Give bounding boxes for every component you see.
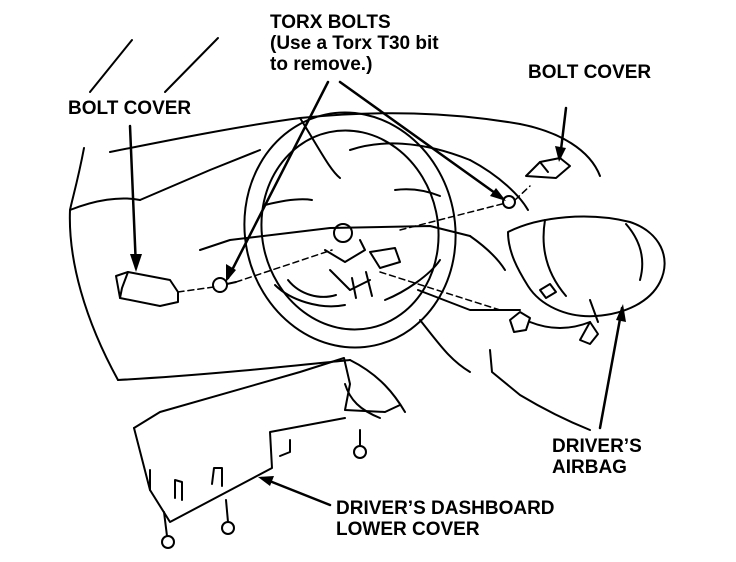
lower-cover-line2: LOWER COVER: [336, 519, 480, 540]
lower-cover-label: DRIVER’S DASHBOARD LOWER COVER: [336, 498, 555, 540]
bolt-cover-right-label: BOLT COVER: [528, 62, 652, 83]
airbag-module: [507, 215, 666, 345]
steering-wheel: [243, 111, 457, 349]
bolt-cover-right-part: [525, 157, 571, 179]
torx-bolt-left: [212, 277, 237, 293]
lower-cover-panel: [133, 357, 401, 523]
torx-bolts-note-line1: (Use a Torx T30 bit: [270, 33, 439, 54]
lower-cover-line1: DRIVER’S DASHBOARD: [336, 498, 555, 519]
bolt-cover-left-label: BOLT COVER: [68, 98, 192, 119]
drivers-airbag-line2: AIRBAG: [552, 457, 627, 478]
windshield-lines: [89, 37, 219, 93]
alignment-lines: [177, 185, 531, 311]
drivers-airbag-line1: DRIVER’S: [552, 436, 642, 457]
torx-bolts-note-line2: to remove.): [270, 54, 373, 75]
lower-cover-screws: [161, 429, 367, 549]
torx-bolts-title: TORX BOLTS: [270, 12, 391, 33]
arrow-heads: [130, 146, 626, 486]
leader-arrows: [128, 80, 624, 507]
torx-bolts-label: TORX BOLTS (Use a Torx T30 bit to remove…: [270, 12, 439, 75]
bolt-cover-left-part: [115, 271, 179, 307]
drivers-airbag-label: DRIVER’S AIRBAG: [552, 436, 642, 478]
dashboard-outline: [68, 112, 601, 431]
torx-bolt-right: [502, 195, 516, 209]
